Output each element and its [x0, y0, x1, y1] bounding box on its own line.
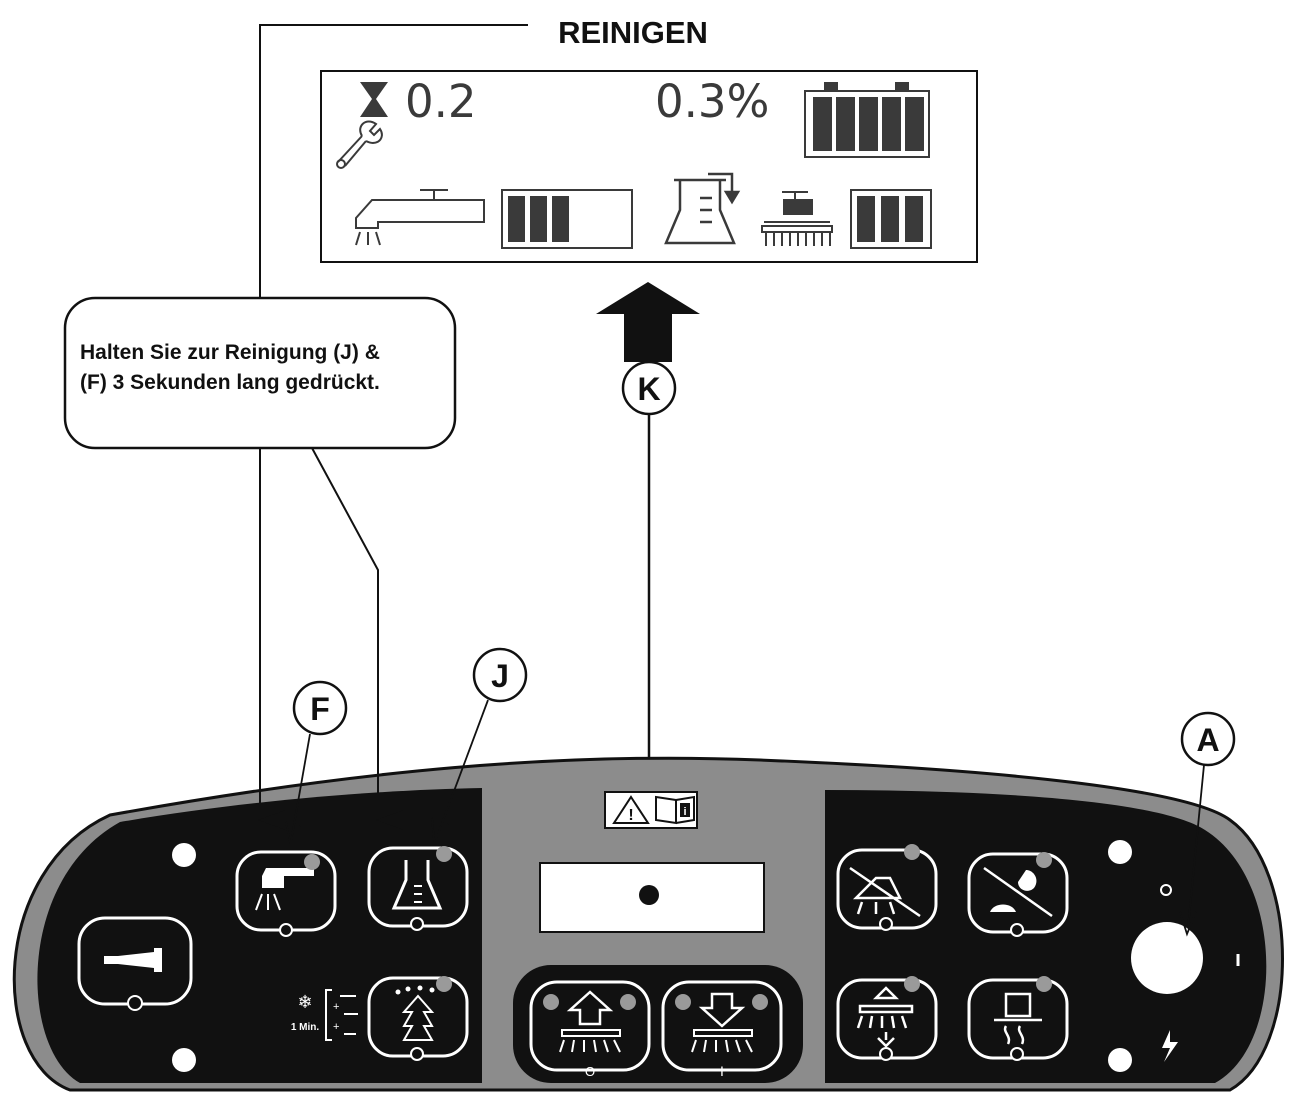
- key-off-position-icon: [1160, 884, 1172, 896]
- status-indicator: [904, 844, 920, 860]
- power-bolt-icon: [1162, 1030, 1178, 1062]
- screw-hole: [1108, 840, 1132, 864]
- up-arrow: [596, 282, 700, 362]
- vacuum-off-icon: [849, 866, 921, 918]
- snowflake-icon: ❄: [297, 992, 312, 1012]
- gauge-bar: [881, 196, 899, 242]
- gauge-bar: [882, 97, 901, 151]
- gauge-bar: [552, 196, 569, 242]
- water-level-gauge: [501, 189, 633, 249]
- hours-value: 0.2: [405, 75, 477, 128]
- svg-text:!: !: [628, 807, 633, 824]
- status-indicator: [620, 994, 636, 1010]
- callout-line-2: (F) 3 Sekunden lang gedrückt.: [80, 371, 380, 394]
- callout-text: Halten Sie zur Reinigung (J) & (F) 3 Sek…: [68, 338, 456, 398]
- gauge-bar: [530, 196, 547, 242]
- warning-icon: [612, 795, 650, 824]
- gauge-bar: [905, 196, 923, 242]
- flow-arrows-icon: [401, 994, 435, 1041]
- screw-hole: [172, 1048, 196, 1072]
- leader-to-j: [311, 447, 404, 830]
- gauge-bar: [857, 196, 875, 242]
- vacuum-off-button[interactable]: [836, 844, 938, 931]
- svg-text:+: +: [333, 1001, 339, 1013]
- gauge-bar: [508, 196, 525, 242]
- horn-icon: [104, 948, 162, 972]
- hourglass-icon: [360, 82, 388, 117]
- status-indicator: [752, 994, 768, 1010]
- title: REINIGEN: [558, 15, 708, 50]
- status-indicator: [675, 994, 691, 1010]
- gauge-bar: [836, 97, 855, 151]
- brush-pressure-bars: [857, 196, 923, 242]
- brush-pressure-button[interactable]: [836, 976, 938, 1061]
- horn-button[interactable]: [77, 916, 193, 1011]
- marker-a-label: A: [1196, 722, 1219, 758]
- percent-value: 0.3%: [655, 75, 769, 128]
- brush-pressure-gauge: [850, 189, 932, 249]
- detergent-button[interactable]: [367, 846, 469, 931]
- mode-label: 1 Min.: [291, 1022, 320, 1033]
- marker-a: A: [1179, 711, 1236, 937]
- brush-icon: [691, 1029, 753, 1053]
- status-indicator: [436, 846, 452, 862]
- display-pointer-dot: [639, 885, 659, 905]
- wrench-icon: [336, 120, 383, 169]
- title-leader-line: [259, 24, 528, 298]
- marker-f: F: [285, 680, 348, 845]
- vacuum-fan-icon: [994, 992, 1042, 1045]
- battery-icon: [804, 82, 930, 158]
- battery-bars: [813, 97, 924, 151]
- scrub-head-up-button[interactable]: O: [529, 980, 651, 1079]
- lcd-display: 0.2 0.3%: [320, 70, 978, 263]
- status-indicator: [1036, 852, 1052, 868]
- callout-line-1: Halten Sie zur Reinigung (J) &: [80, 341, 380, 364]
- svg-text:+: +: [333, 1021, 339, 1033]
- mode-legend: ❄ 1 Min. + +: [291, 989, 358, 1041]
- marker-f-label: F: [310, 691, 330, 727]
- rabbit-icon: [1018, 870, 1037, 891]
- turtle-icon: [990, 904, 1016, 912]
- arrow-up-icon: [566, 990, 614, 1026]
- status-indicator: [304, 854, 320, 870]
- status-indicator: [436, 976, 452, 992]
- key-on-label: I: [720, 1063, 724, 1079]
- water-flow-button[interactable]: [235, 850, 337, 937]
- status-indicator: [543, 994, 559, 1010]
- spray-bar-icon: [355, 189, 485, 246]
- vacuum-fan-button[interactable]: [967, 976, 1069, 1061]
- detergent-flask-icon: [664, 172, 741, 245]
- status-indicator: [904, 976, 920, 992]
- gauge-bar: [905, 97, 924, 151]
- marker-k-label: K: [637, 371, 660, 407]
- screw-hole: [1108, 1048, 1132, 1072]
- status-indicator: [1036, 976, 1052, 992]
- speed-button[interactable]: [967, 852, 1069, 937]
- gauge-bar: [859, 97, 878, 151]
- brush-icon: [559, 1029, 621, 1053]
- gauge-bar: [813, 97, 832, 151]
- manual-info-icon: i: [655, 795, 695, 825]
- marker-j: J: [431, 647, 528, 843]
- faucet-icon: [262, 868, 314, 888]
- brush-pressure-icon: [856, 986, 914, 1048]
- flask-icon: [391, 860, 443, 910]
- svg-text:i: i: [683, 806, 686, 818]
- scrub-brush-icon: [761, 191, 833, 246]
- warning-manual-icons: ! i: [604, 791, 698, 829]
- key-switch[interactable]: [1131, 922, 1203, 994]
- scrub-head-down-button[interactable]: I: [661, 980, 783, 1079]
- cleaning-mode-button[interactable]: [367, 976, 469, 1061]
- key-off-label: O: [585, 1064, 595, 1079]
- water-level-bars: [508, 196, 569, 242]
- arrow-down-icon: [698, 992, 746, 1028]
- marker-j-label: J: [491, 658, 509, 694]
- screw-hole: [172, 843, 196, 867]
